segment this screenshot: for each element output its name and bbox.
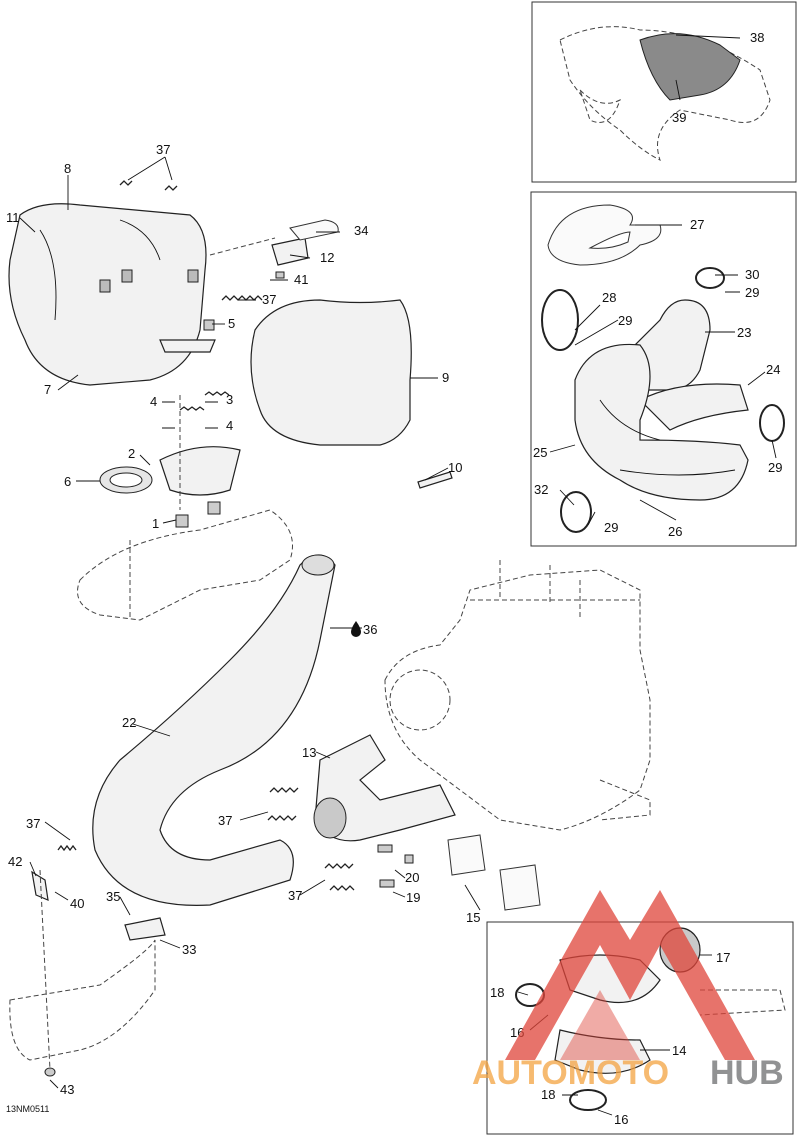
callout-25: 25 — [533, 445, 547, 460]
callout-24: 24 — [766, 362, 780, 377]
callout-22: 22 — [122, 715, 136, 730]
exhaust-gasket-a — [447, 834, 486, 876]
leader-lines — [19, 34, 777, 1116]
callout-3: 3 — [226, 392, 233, 407]
hook — [31, 870, 49, 901]
inset-muffler-tube-detail — [530, 191, 797, 547]
callout-4: 4 — [150, 394, 157, 409]
callout-10: 10 — [448, 460, 462, 475]
callout-37: 37 — [156, 142, 170, 157]
grommet — [417, 471, 453, 489]
assembly-centerlines — [39, 237, 276, 1071]
callout-42: 42 — [8, 854, 22, 869]
callout-12: 12 — [320, 250, 334, 265]
callout-32: 32 — [534, 482, 548, 497]
exhaust-gasket-b — [499, 864, 541, 911]
callout-37: 37 — [218, 813, 232, 828]
callout-19: 19 — [406, 890, 420, 905]
drawing-code: 13NM0511 — [6, 1104, 49, 1114]
bolt — [379, 879, 395, 888]
callout-30: 30 — [745, 267, 759, 282]
nut — [275, 271, 285, 279]
clip — [289, 219, 339, 241]
inset-heat-shield-detail — [531, 1, 797, 183]
callout-37: 37 — [288, 888, 302, 903]
callout-13: 13 — [302, 745, 316, 760]
callout-16: 16 — [614, 1112, 628, 1127]
callout-37: 37 — [26, 816, 40, 831]
callout-29: 29 — [745, 285, 759, 300]
rear-bracket — [9, 939, 156, 1061]
callout-20: 20 — [405, 870, 419, 885]
callout-27: 27 — [690, 217, 704, 232]
callout-35: 35 — [106, 889, 120, 904]
callout-5: 5 — [228, 316, 235, 331]
bracket — [271, 237, 309, 266]
callout-28: 28 — [602, 290, 616, 305]
engine-block — [384, 560, 651, 831]
callout-1: 1 — [152, 516, 159, 531]
callout-29: 29 — [768, 460, 782, 475]
callout-14: 14 — [672, 1043, 686, 1058]
callout-43: 43 — [60, 1082, 74, 1097]
callout-2: 2 — [128, 446, 135, 461]
callout-4: 4 — [226, 418, 233, 433]
callout-29: 29 — [618, 313, 632, 328]
callout-26: 26 — [668, 524, 682, 539]
callout-41: 41 — [294, 272, 308, 287]
callout-18: 18 — [490, 985, 504, 1000]
watermark-word-b: HUB — [710, 1054, 784, 1092]
springs — [57, 180, 355, 891]
bolt — [377, 844, 393, 853]
callout-17: 17 — [716, 950, 730, 965]
callout-29: 29 — [604, 520, 618, 535]
mount-tab — [124, 917, 166, 941]
bumper-plate — [77, 509, 293, 621]
lubricant-drop-icon — [351, 621, 361, 637]
callout-8: 8 — [64, 161, 71, 176]
mounting-hardware — [99, 319, 241, 528]
callout-40: 40 — [70, 896, 84, 911]
callout-15: 15 — [466, 910, 480, 925]
rivet — [44, 1067, 56, 1077]
callout-6: 6 — [64, 474, 71, 489]
callout-23: 23 — [737, 325, 751, 340]
callout-36: 36 — [363, 622, 377, 637]
callout-34: 34 — [354, 223, 368, 238]
muffler-assembly — [8, 203, 216, 386]
callout-39: 39 — [672, 110, 686, 125]
tuned-pipe — [92, 554, 336, 906]
callout-37: 37 — [262, 292, 276, 307]
automotohub-watermark: AUTOMOTO HUB — [472, 890, 784, 1092]
callout-11: 11 — [6, 210, 20, 225]
callout-labels: 37 8 11 7 34 12 41 37 5 9 10 4 3 4 2 6 1… — [6, 30, 782, 1127]
automotohub-logo-icon — [505, 890, 755, 1060]
watermark-word-a: AUTOMOTO — [472, 1054, 669, 1092]
heat-shield — [250, 299, 412, 446]
washer — [404, 854, 414, 864]
callout-7: 7 — [44, 382, 51, 397]
callout-18: 18 — [541, 1087, 555, 1102]
callout-9: 9 — [442, 370, 449, 385]
callout-33: 33 — [182, 942, 196, 957]
callout-38: 38 — [750, 30, 764, 45]
